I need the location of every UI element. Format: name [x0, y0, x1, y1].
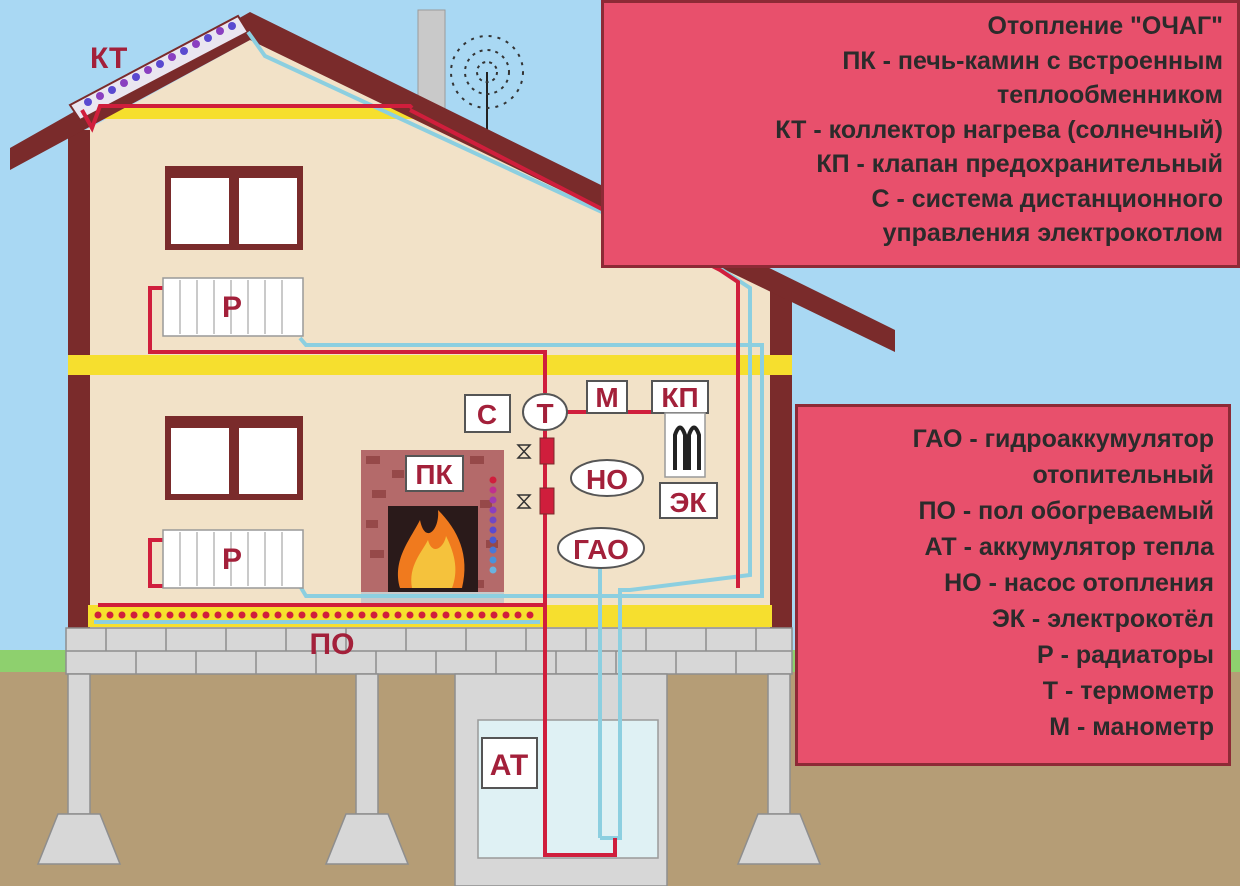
radiator-bottom	[162, 529, 304, 589]
label-m: М	[595, 382, 618, 413]
thermometer-symbol	[522, 393, 568, 431]
solar-collector	[68, 14, 250, 122]
pillars	[36, 673, 822, 865]
window-bottom	[165, 416, 303, 500]
hydro-accumulator-symbol	[557, 527, 645, 569]
legend-line-pk: ПК - печь-камин с встроенным	[842, 46, 1223, 75]
radiator-top	[162, 277, 304, 337]
legend-line-no: НО - насос отопления	[944, 569, 1214, 597]
cold-pipes	[94, 30, 764, 840]
legend-line-po: ПО - пол обогреваемый	[918, 497, 1214, 525]
safety-valve-box	[651, 380, 709, 414]
label-radiator-top: Р	[222, 291, 242, 324]
floor-band-middle	[68, 355, 792, 375]
label-c: С	[477, 399, 497, 430]
heat-accumulator-box	[481, 737, 538, 789]
legend-line-pk-cont: теплообменником	[996, 81, 1223, 109]
label-radiator-bottom: Р	[222, 543, 242, 576]
label-kp: КП	[661, 382, 698, 413]
legend-line-m: М - манометр	[1049, 713, 1214, 741]
legend-top: Отопление "ОЧАГ" ПК - печь-камин с встро…	[601, 0, 1240, 268]
legend-line-gao: ГАО - гидроаккумулятор	[912, 425, 1214, 453]
electric-boiler-box	[659, 482, 718, 519]
legend-line-ek: ЭК - электрокотёл	[991, 605, 1214, 633]
legend-line-kp: КП - клапан предохранительный	[816, 150, 1223, 178]
remote-control-box	[464, 394, 511, 433]
label-kt: КТ	[90, 42, 127, 75]
foundation	[65, 627, 793, 675]
legend-line-gao-cont: отопительный	[1032, 461, 1214, 489]
legend-line-c-cont: управления электрокотлом	[882, 219, 1223, 247]
label-gao: ГАО	[573, 534, 629, 565]
label-t: Т	[536, 398, 553, 429]
legend-line-r: Р - радиаторы	[1036, 641, 1214, 669]
legend-line-kt: КТ - коллектор нагрева (солнечный)	[775, 115, 1223, 144]
attic-band	[90, 105, 420, 119]
stove-fireplace-label-box	[405, 455, 464, 492]
legend-bottom: ГАО - гидроаккумулятор отопительный ПО -…	[795, 404, 1231, 766]
label-no: НО	[586, 464, 628, 495]
label-ek: ЭК	[669, 487, 707, 518]
label-at: АТ	[490, 749, 529, 782]
label-po: ПО	[310, 628, 355, 661]
legend-line-at: АТ - аккумулятор тепла	[924, 533, 1214, 561]
label-pk: ПК	[415, 459, 453, 490]
legend-line-t: Т - термометр	[1042, 677, 1214, 705]
manometer-box	[586, 380, 628, 414]
legend-line-c: С - система дистанционного	[871, 184, 1223, 213]
heated-floor-loop	[94, 611, 534, 619]
heat-exchanger-coil	[489, 476, 497, 574]
legend-title: Отопление "ОЧАГ"	[987, 12, 1223, 40]
valves	[516, 437, 555, 515]
window-top	[165, 166, 303, 250]
pump-symbol	[570, 459, 644, 497]
electric-boiler-heaters	[664, 412, 706, 478]
